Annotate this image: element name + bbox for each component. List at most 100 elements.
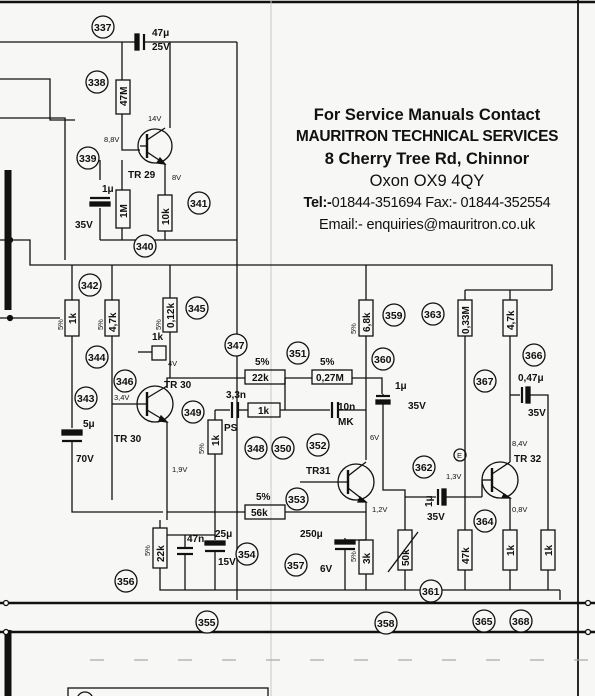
r349-tolerance: 5% <box>197 443 206 454</box>
svg-text:366: 366 <box>525 350 543 362</box>
tr30-1-9v: 1,9V <box>172 465 187 474</box>
resistor-r351 <box>311 369 353 385</box>
tr29-label: TR 29 <box>128 170 156 181</box>
c339-voltage: 35V <box>75 220 93 231</box>
svg-text:341: 341 <box>190 198 208 210</box>
r338-value: 47M <box>119 87 130 106</box>
svg-text:338: 338 <box>88 77 106 89</box>
r341-value: 10k <box>161 208 172 225</box>
c354-voltage: 15V <box>218 557 236 568</box>
svg-text:356: 356 <box>117 576 135 588</box>
callout-359: 359 <box>382 303 406 327</box>
c362-value: 1μ <box>424 495 435 507</box>
r353-tolerance: 5% <box>256 492 271 503</box>
transistor-tr32 <box>481 461 519 499</box>
r353-value: 56k <box>251 508 268 519</box>
resistor-r338 <box>115 79 131 115</box>
tr29-8-8v: 8,8V <box>104 135 119 144</box>
tr30-label-a: TR 30 <box>164 380 192 391</box>
callout-344: 344 <box>85 345 109 369</box>
svg-text:347: 347 <box>227 340 245 352</box>
callout-341: 341 <box>187 191 211 215</box>
c360-voltage: 35V <box>408 401 426 412</box>
svg-text:363: 363 <box>424 309 442 321</box>
notice-tel-label: Tel:- <box>303 195 332 211</box>
svg-text:351: 351 <box>289 348 307 360</box>
callout-347: 347 <box>224 333 248 357</box>
callouts: 337 338 339 340 341 342 343 344 345 346 … <box>74 15 546 635</box>
svg-text:354: 354 <box>238 549 256 561</box>
resistor-r346 <box>151 345 167 361</box>
r359-tolerance: 5% <box>349 323 358 334</box>
e-label: E <box>457 451 462 460</box>
callout-339: 339 <box>76 146 100 170</box>
svg-text:368: 368 <box>512 616 530 628</box>
c343-value: 5μ <box>83 419 95 430</box>
cap-ps-value: 3,3n <box>226 390 246 401</box>
r368-value: 1k <box>544 544 555 556</box>
callout-338: 338 <box>85 70 109 94</box>
cap-c367-plate2 <box>525 386 531 404</box>
svg-text:362: 362 <box>415 462 433 474</box>
r365-value: 1k <box>506 544 517 556</box>
r340-value: 1M <box>119 204 130 218</box>
wire-c360-down <box>382 404 406 530</box>
e-test-point <box>453 448 467 462</box>
svg-text:344: 344 <box>88 352 106 364</box>
r344-value: 4,7k <box>108 312 119 332</box>
callout-361: 361 <box>419 579 443 603</box>
c357-voltage: 6V <box>320 564 333 575</box>
svg-text:342: 342 <box>81 280 99 292</box>
svg-text:352: 352 <box>309 440 327 452</box>
capacitor-c360 <box>375 394 391 405</box>
r356-value: 22k <box>156 545 167 562</box>
c360-value: 1μ <box>395 381 407 392</box>
notice-company: MAURITRON TECHNICAL SERVICES <box>295 128 559 145</box>
r358-value: 3k <box>362 552 373 564</box>
wire-tr30-collector <box>166 377 170 386</box>
svg-text:343: 343 <box>77 393 95 405</box>
bottom-box <box>67 687 269 696</box>
r347-tolerance: 5% <box>255 357 270 368</box>
svg-text:349: 349 <box>184 407 202 419</box>
r359-value: 6,8k <box>362 312 373 332</box>
c357-value: 250μ <box>300 529 323 540</box>
wire-ground-bottom <box>159 568 560 591</box>
svg-text:361: 361 <box>422 586 440 598</box>
callout-350: 350 <box>271 436 295 460</box>
callout-366: 366 <box>522 343 546 367</box>
tr30-4v: 4V <box>168 359 177 368</box>
r358-tolerance: 5% <box>349 551 358 562</box>
pot-361-value: 50k <box>401 549 412 566</box>
pot-361-arrow <box>387 531 419 573</box>
svg-text:358: 358 <box>377 618 395 630</box>
notice-line-1: For Service Manuals Contact <box>313 106 541 124</box>
callout-345: 345 <box>185 296 209 320</box>
svg-text:357: 357 <box>287 560 305 572</box>
svg-text:340: 340 <box>136 241 154 253</box>
c339-value: 1μ <box>102 184 114 195</box>
wire-feed-2 <box>0 78 75 121</box>
callout-346: 346 <box>113 369 137 393</box>
r342-tolerance: 5% <box>56 319 65 330</box>
wire-r351-right <box>352 377 383 394</box>
r347-value: 22k <box>252 373 269 384</box>
svg-text:337: 337 <box>94 22 112 34</box>
capacitor-c339 <box>89 196 111 207</box>
callout-356: 356 <box>114 569 138 593</box>
transistor-tr30 <box>112 385 174 423</box>
r348-value: 1k <box>258 406 270 417</box>
callout-348: 348 <box>244 436 268 460</box>
wire-feed-3 <box>0 117 66 260</box>
capacitor-c337 <box>130 33 237 51</box>
wire-c343-bottom <box>71 441 163 513</box>
bottom-box-callout <box>77 691 93 696</box>
r346-value: 1k <box>152 332 164 343</box>
r342-value: 1k <box>68 312 79 324</box>
resistor-r340 <box>115 189 131 229</box>
cap-c362-plate2 <box>441 488 447 506</box>
wire-main-rail <box>0 239 553 290</box>
tr32-8-4v: 8,4V <box>512 439 527 448</box>
svg-text:350: 350 <box>274 443 292 455</box>
notice-address-1: 8 Cherry Tree Rd, Chinnor <box>324 150 530 168</box>
